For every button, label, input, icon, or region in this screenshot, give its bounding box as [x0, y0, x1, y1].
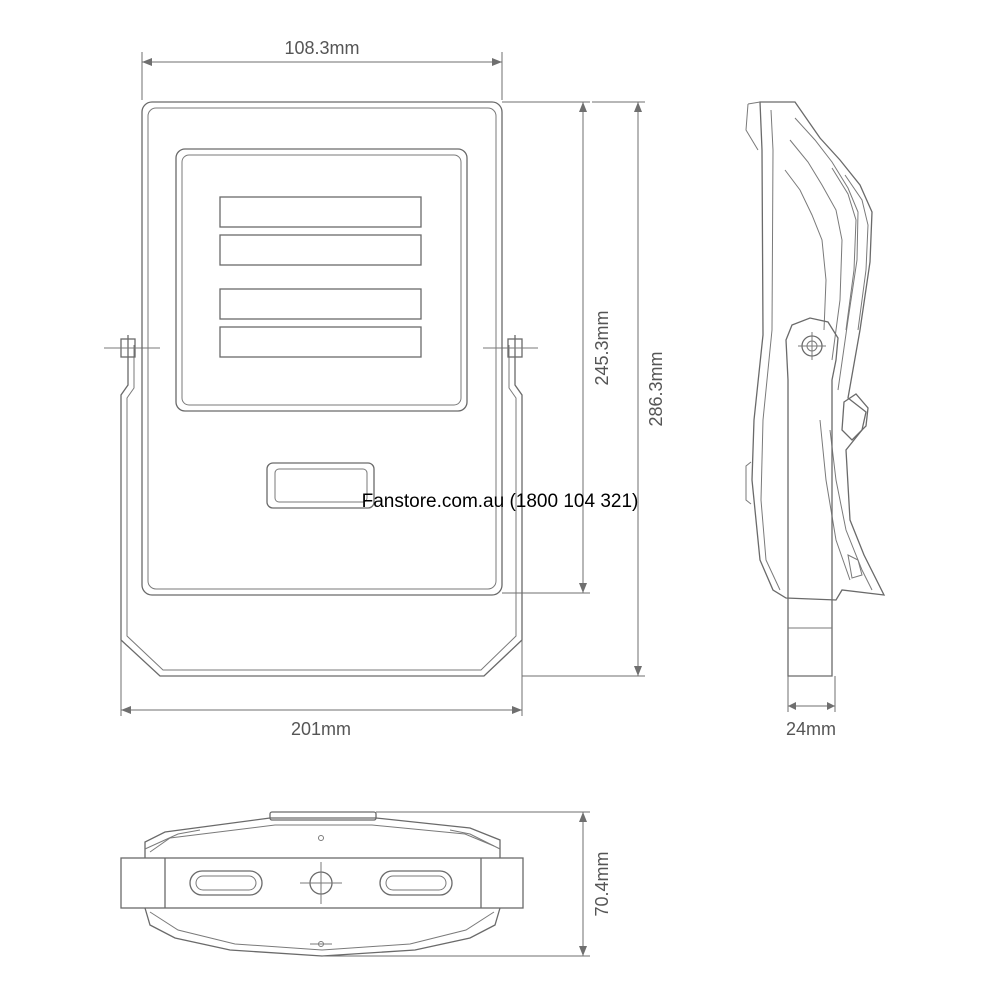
led-strip-2	[219, 234, 422, 266]
dim-label-front-bracket-width: 201mm	[291, 719, 351, 739]
dim-label-overall-height: 286.3mm	[646, 351, 666, 426]
side-fin-2	[789, 139, 843, 361]
bottom-top-ridge	[269, 811, 377, 821]
front-badge-inner	[274, 468, 368, 503]
front-housing-outer	[141, 101, 503, 596]
dim-body-height: 245.3mm	[502, 101, 612, 594]
side-adjust-knob	[841, 393, 869, 441]
dim-bottom-depth: 70.4mm	[322, 811, 612, 957]
side-fin-5	[831, 167, 857, 331]
side-view	[745, 101, 886, 677]
front-housing-inner	[147, 107, 497, 590]
lens-window-outer	[175, 148, 468, 412]
dim-label-bottom-depth: 70.4mm	[592, 851, 612, 916]
dim-label-side-depth: 24mm	[786, 719, 836, 739]
side-rear-line-2	[819, 419, 851, 581]
bottom-view	[120, 811, 524, 957]
left-pivot-screw	[104, 338, 160, 358]
led-strip-4	[219, 326, 422, 358]
front-view	[104, 101, 538, 677]
dim-front-top-width: 108.3mm	[141, 38, 503, 100]
side-rear-line-1	[829, 429, 873, 591]
side-front-edge	[745, 101, 761, 151]
dim-overall-height: 286.3mm	[522, 101, 666, 677]
bottom-slot-left	[189, 870, 263, 896]
led-strip-3	[219, 288, 422, 320]
bottom-housing-top	[144, 817, 501, 858]
dim-side-depth: 24mm	[786, 676, 836, 739]
side-rear-bolt	[847, 554, 863, 579]
front-bracket	[120, 335, 523, 677]
dim-front-bracket-width: 201mm	[120, 640, 523, 739]
side-fin-4	[844, 174, 869, 331]
dim-label-front-top-width: 108.3mm	[284, 38, 359, 58]
front-badge-outer	[266, 462, 375, 509]
side-fin-1	[794, 117, 859, 391]
led-strip-1	[219, 196, 422, 228]
lens-window-inner	[181, 154, 462, 406]
side-notch	[745, 461, 752, 505]
side-fin-3	[784, 169, 827, 331]
bottom-bracket-bar	[120, 857, 524, 909]
right-pivot-screw	[483, 338, 538, 358]
front-bracket-inner	[126, 345, 517, 671]
bottom-housing-lower	[144, 907, 501, 957]
side-front-face	[760, 109, 781, 591]
dim-label-body-height: 245.3mm	[592, 310, 612, 385]
side-housing-outline	[751, 101, 886, 601]
side-bracket-arm	[785, 317, 839, 677]
bottom-slot-right	[379, 870, 453, 896]
watermark-text: Fanstore.com.au (1800 104 321)	[362, 491, 639, 512]
